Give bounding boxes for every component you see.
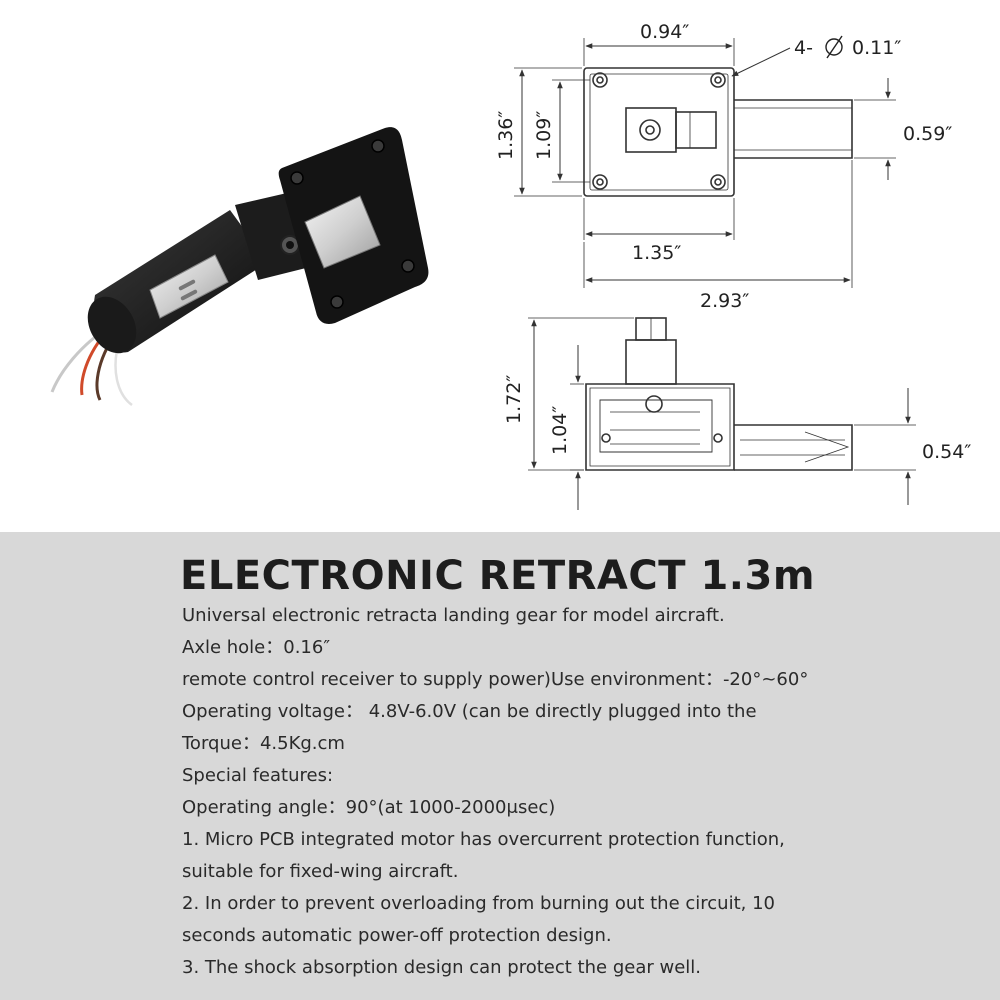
side-leg-height-dimension-label: 0.54″ (922, 441, 971, 463)
outer-height-dimension-label: 1.36″ (495, 111, 517, 160)
description-line: 2. In order to prevent overloading from … (182, 893, 775, 914)
description-line: Universal electronic retracta landing ge… (182, 605, 725, 626)
description-line: 3. The shock absorption design can prote… (182, 957, 701, 978)
leg-height-dimension-label: 0.59″ (903, 123, 952, 145)
description-line: Axle hole：0.16″ (182, 637, 331, 658)
technical-drawing-side-view (528, 317, 916, 510)
technical-drawing-top-view (514, 38, 896, 288)
product-image-area: 0.94″ 4- 0.11″ 1.36″ 1.09″ 0.59″ 1.35″ 2… (50, 21, 972, 510)
description-line: suitable for fixed-wing aircraft. (182, 861, 459, 882)
total-height-dimension-label: 1.72″ (503, 375, 525, 424)
width-dimension-label: 0.94″ (640, 21, 689, 43)
description-line: Torque：4.5Kg.cm (182, 733, 345, 754)
retract-photo (50, 127, 429, 407)
inner-height-dimension-label: 1.09″ (533, 111, 555, 160)
description-line: seconds automatic power-off protection d… (182, 925, 612, 946)
hole-dimension-label: 0.11″ (852, 37, 901, 59)
description-line: Operating angle：90°(at 1000-2000μsec) (182, 797, 556, 818)
body-height-dimension-label: 1.04″ (549, 406, 571, 455)
product-title: ELECTRONIC RETRACT 1.3m (180, 553, 815, 599)
description-panel (0, 532, 1000, 1000)
description-line: Special features: (182, 765, 334, 786)
description-line: Operating voltage： 4.8V-6.0V (can be dir… (182, 701, 757, 722)
total-length-dimension-label: 2.93″ (700, 290, 749, 312)
description-line: 1. Micro PCB integrated motor has overcu… (182, 829, 785, 850)
description-line: remote control receiver to supply power)… (182, 669, 809, 690)
hole-dimension-prefix: 4- (794, 37, 813, 59)
description-list: Universal electronic retracta landing ge… (182, 600, 982, 984)
base-width-dimension-label: 1.35″ (632, 242, 681, 264)
diameter-icon (825, 35, 843, 59)
